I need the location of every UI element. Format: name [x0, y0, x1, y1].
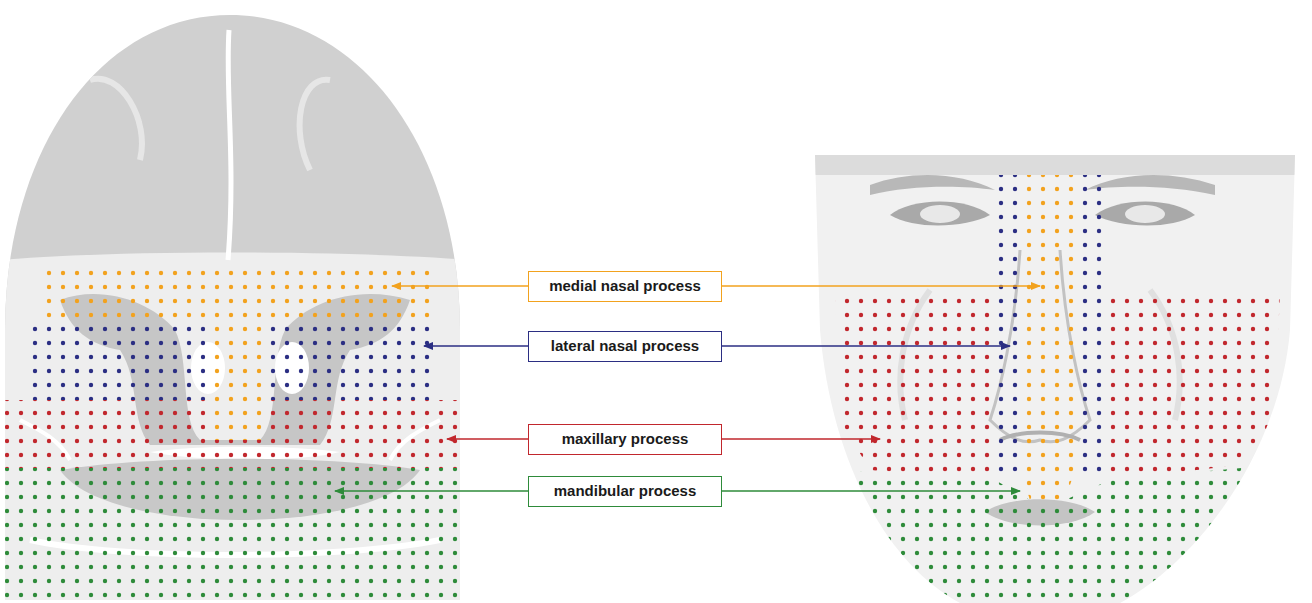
face-drawing [815, 155, 1295, 603]
label-box: mandibular process [528, 476, 722, 507]
leader-arrow [722, 490, 1020, 492]
skull-section [0, 15, 470, 603]
leader-arrow [722, 438, 880, 440]
label-box: lateral nasal process [528, 331, 722, 362]
leader-arrow [447, 438, 528, 440]
label-box: maxillary process [528, 424, 722, 455]
process-label: medial nasal process [549, 277, 701, 295]
leader-arrows [335, 286, 1040, 491]
process-label: maxillary process [562, 430, 689, 448]
leader-arrow [335, 490, 528, 492]
leader-arrow [392, 285, 528, 287]
process-label: lateral nasal process [551, 337, 699, 355]
process-label: mandibular process [554, 482, 697, 500]
leader-arrow [722, 345, 1010, 347]
leader-arrow [424, 345, 528, 347]
label-box: medial nasal process [528, 271, 722, 302]
leader-arrow [722, 285, 1040, 287]
